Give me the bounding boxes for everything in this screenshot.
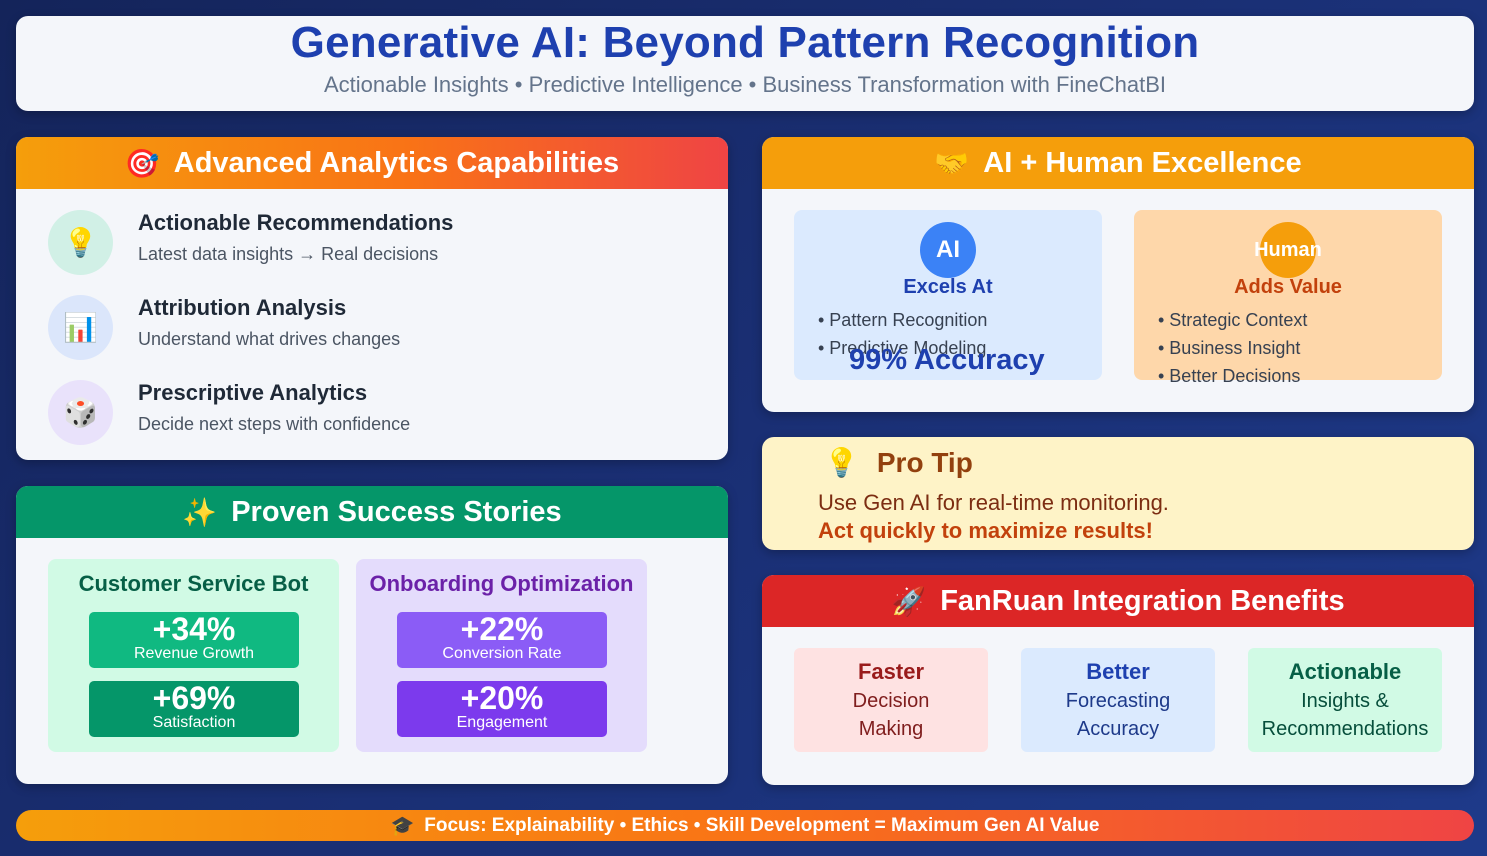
metric-label: Conversion Rate <box>442 645 562 662</box>
success-stories-card: ✨ Proven Success Stories Customer Servic… <box>16 486 728 784</box>
metric-label: Engagement <box>456 714 548 731</box>
benefit-desc-line: Decision <box>852 690 930 712</box>
target-icon: 🎯 <box>124 147 160 179</box>
capability-icon-circle: 🎲 <box>48 380 113 445</box>
capability-desc: Decide next steps with confidence <box>138 414 411 434</box>
bar-chart-icon: 📊 <box>63 312 98 343</box>
benefit-desc: Decision Making <box>794 687 988 743</box>
story-title: Customer Service Bot <box>78 571 309 596</box>
capability-title: Actionable Recommendations <box>138 210 454 235</box>
metric-badge: +22% Conversion Rate <box>397 612 607 668</box>
benefit-actionable: Actionable Insights & Recommendations <box>1248 648 1442 752</box>
benefit-title: Faster <box>857 659 925 684</box>
benefit-desc-line: Making <box>858 718 924 740</box>
analytics-title: Advanced Analytics Capabilities <box>173 146 620 179</box>
pro-tip-title: Pro Tip <box>876 446 973 478</box>
list-item: • Strategic Context <box>1158 310 1308 330</box>
benefit-title: Better <box>1086 659 1150 684</box>
header-card: Generative AI: Beyond Pattern Recognitio… <box>16 16 1474 111</box>
stories-header: ✨ Proven Success Stories <box>16 486 728 538</box>
ai-panel: AI Excels At • Pattern Recognition • Pre… <box>794 210 1102 380</box>
benefit-desc-line: Recommendations <box>1261 718 1429 740</box>
metric-value: +34% <box>152 611 236 647</box>
benefit-desc-line: Forecasting <box>1065 690 1171 712</box>
human-badge-label: Human <box>1254 238 1322 261</box>
analytics-card: 🎯 Advanced Analytics Capabilities 💡 Acti… <box>16 137 728 460</box>
metric-badge: +20% Engagement <box>397 681 607 737</box>
story-title: Onboarding Optimization <box>369 571 634 596</box>
handshake-icon: 🤝 <box>934 147 970 179</box>
benefit-desc: Insights & Recommendations <box>1248 687 1442 743</box>
capability-icon-circle: 📊 <box>48 295 113 360</box>
ai-human-header: 🤝 AI + Human Excellence <box>762 137 1474 189</box>
benefit-desc-line: Insights & <box>1301 690 1389 712</box>
accuracy-stat: 99% Accuracy <box>849 344 1045 376</box>
list-item: • Better Decisions <box>1158 366 1301 386</box>
ai-subtitle: Excels At <box>903 276 993 298</box>
analytics-header: 🎯 Advanced Analytics Capabilities <box>16 137 728 189</box>
integration-title: FanRuan Integration Benefits <box>940 584 1345 617</box>
pro-tip-card: 💡 Pro Tip Use Gen AI for real-time monit… <box>762 437 1474 550</box>
footer-banner: 🎓 Focus: Explainability • Ethics • Skill… <box>16 810 1474 841</box>
ai-human-card: 🤝 AI + Human Excellence AI Excels At • P… <box>762 137 1474 412</box>
benefit-title: Actionable <box>1288 659 1402 684</box>
pro-tip-text: Use Gen AI for real-time monitoring. <box>818 490 1169 515</box>
metric-value: +69% <box>152 680 236 716</box>
ai-bullet-list: • Pattern Recognition • Predictive Model… <box>818 306 987 362</box>
capability-desc: Latest data insights → Real decisions <box>138 244 439 264</box>
page-title: Generative AI: Beyond Pattern Recognitio… <box>290 18 1200 67</box>
metric-value: +22% <box>460 611 544 647</box>
human-badge: Human <box>1254 222 1322 278</box>
integration-card: 🚀 FanRuan Integration Benefits Faster De… <box>762 575 1474 785</box>
capability-item: 📊 Attribution Analysis Understand what d… <box>48 295 400 360</box>
benefit-faster: Faster Decision Making <box>794 648 988 752</box>
lightbulb-icon: 💡 <box>824 447 859 478</box>
capability-icon-circle: 💡 <box>48 210 113 275</box>
graduation-cap-icon: 🎓 <box>390 815 415 837</box>
metric-badge: +34% Revenue Growth <box>89 612 299 668</box>
pro-tip-heading: 💡 Pro Tip <box>824 446 973 479</box>
integration-header: 🚀 FanRuan Integration Benefits <box>762 575 1474 627</box>
capability-item: 🎲 Prescriptive Analytics Decide next ste… <box>48 380 410 445</box>
metric-label: Satisfaction <box>152 714 236 731</box>
stories-title: Proven Success Stories <box>231 495 562 528</box>
metric-value: +20% <box>460 680 544 716</box>
benefit-better: Better Forecasting Accuracy <box>1021 648 1215 752</box>
footer-text: Focus: Explainability • Ethics • Skill D… <box>424 814 1100 836</box>
sparkles-icon: ✨ <box>182 496 218 528</box>
list-item: • Pattern Recognition <box>818 310 988 330</box>
benefit-desc-line: Accuracy <box>1076 718 1160 740</box>
pro-tip-emphasis: Act quickly to maximize results! <box>818 518 1153 543</box>
capability-desc: Understand what drives changes <box>138 329 401 349</box>
human-panel: Human Adds Value • Strategic Context • B… <box>1134 210 1442 386</box>
list-item: • Predictive Modeling <box>818 338 987 358</box>
ai-badge: AI <box>920 222 976 278</box>
capability-title: Prescriptive Analytics <box>138 380 368 405</box>
lightbulb-icon: 💡 <box>63 227 98 258</box>
capability-title: Attribution Analysis <box>138 295 347 320</box>
human-subtitle: Adds Value <box>1234 276 1342 298</box>
dice-icon: 🎲 <box>63 397 98 428</box>
story-case-customer-service: Customer Service Bot +34% Revenue Growth… <box>48 559 339 752</box>
page-subtitle: Actionable Insights • Predictive Intelli… <box>323 72 1167 97</box>
capability-item: 💡 Actionable Recommendations Latest data… <box>48 210 453 275</box>
rocket-icon: 🚀 <box>891 585 927 617</box>
metric-label: Revenue Growth <box>133 645 255 662</box>
human-bullet-list: • Strategic Context • Business Insight •… <box>1158 306 1307 390</box>
story-case-onboarding: Onboarding Optimization +22% Conversion … <box>356 559 647 752</box>
ai-human-title: AI + Human Excellence <box>983 146 1302 179</box>
list-item: • Business Insight <box>1158 338 1301 358</box>
metric-badge: +69% Satisfaction <box>89 681 299 737</box>
benefit-desc: Forecasting Accuracy <box>1021 687 1215 743</box>
